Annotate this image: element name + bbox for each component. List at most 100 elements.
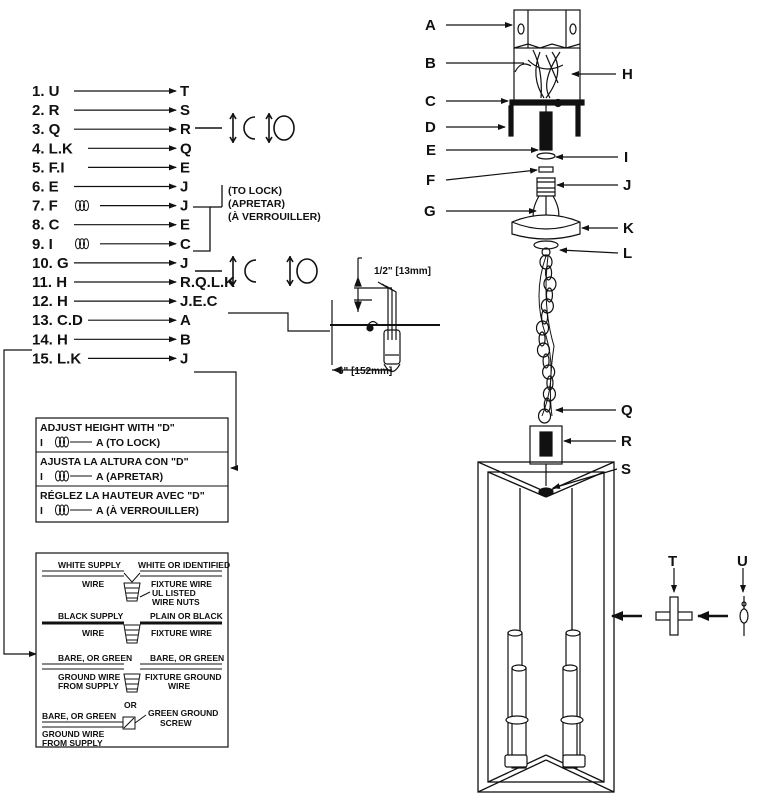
- step-row: 5. F.I E: [32, 159, 190, 176]
- height-leader: [194, 371, 238, 471]
- height-title: ADJUST HEIGHT WITH "D": [40, 422, 175, 434]
- step-target: R.Q.L.K: [180, 274, 235, 291]
- screw-supply-label: BARE, OR GREEN: [42, 711, 116, 721]
- part-label-e: E: [426, 142, 436, 159]
- part-label-i: I: [624, 149, 628, 166]
- part-label-g: G: [424, 203, 436, 220]
- step-target: J: [180, 198, 188, 215]
- wire-length-detail: [330, 257, 440, 374]
- dim-top: 1/2" [13mm]: [374, 266, 431, 277]
- or-label: OR: [124, 700, 137, 710]
- twist-wire-icon: [75, 238, 89, 250]
- step-label: 9. I: [32, 236, 53, 253]
- black-supply-label: WIRE: [82, 628, 105, 638]
- rotate-ring-icon: [195, 113, 295, 143]
- height-target: A (APRETAR): [96, 471, 163, 483]
- step-row: 3. Q R: [32, 121, 191, 138]
- step-label: 5. F.I: [32, 159, 65, 176]
- part-label-h: H: [622, 66, 633, 83]
- step-target: R: [180, 121, 191, 138]
- step-row: 10. G J: [32, 255, 188, 272]
- detail-leader: [228, 312, 330, 332]
- black-fixture-label: FIXTURE WIRE: [151, 628, 212, 638]
- height-part: I: [40, 471, 43, 483]
- step-label: 13. C.D: [32, 312, 83, 329]
- part-label-r: R: [621, 433, 632, 450]
- step-row: 15. L.K J: [32, 350, 188, 367]
- step-label: 10. G: [32, 255, 69, 272]
- step-row: 6. E J: [32, 179, 188, 196]
- part-label-s: S: [621, 461, 631, 478]
- lock-bracket: [193, 185, 223, 252]
- part-label-a: A: [425, 17, 436, 34]
- height-target: A (À VERROUILLER): [96, 504, 199, 517]
- step-label: 3. Q: [32, 121, 61, 138]
- step-target: C: [180, 236, 191, 253]
- step-row: 9. I C: [32, 236, 191, 253]
- twist-wire-icon: [55, 504, 69, 516]
- lock-note-es: (APRETAR): [228, 198, 285, 210]
- step-target: E: [180, 159, 190, 176]
- step-row: 14. H B: [32, 331, 191, 348]
- ground-supply-label: GROUND WIRE: [58, 672, 121, 682]
- step-target: J.E.C: [180, 293, 218, 310]
- wiring-box: [35, 552, 229, 748]
- step-target: J: [180, 255, 188, 272]
- step-target: A: [180, 312, 191, 329]
- step-label: 6. E: [32, 179, 59, 196]
- ground-supply-label: FROM SUPPLY: [58, 681, 119, 691]
- step-row: 8. C E: [32, 217, 190, 234]
- part-label-b: B: [425, 55, 436, 72]
- black-supply-label: BLACK SUPPLY: [58, 611, 124, 621]
- ground-fixture-label: WIRE: [168, 681, 191, 691]
- screw-supply-label: FROM SUPPLY: [42, 738, 103, 748]
- step-row: 4. L.K Q: [32, 140, 192, 157]
- part-label-t: T: [668, 553, 677, 570]
- dim-bottom: 6" [152mm]: [338, 366, 392, 377]
- step-target: S: [180, 102, 190, 119]
- part-label-k: K: [623, 220, 634, 237]
- ground-screw-label: SCREW: [160, 718, 193, 728]
- step-row: 1. U T: [32, 83, 189, 100]
- height-part: I: [40, 505, 43, 517]
- step-label: 4. L.K: [32, 140, 73, 157]
- step-target: T: [180, 83, 189, 100]
- step-target: J: [180, 350, 188, 367]
- step-label: 8. C: [32, 217, 60, 234]
- step-label: 7. F: [32, 198, 58, 215]
- ground-fixture-label: FIXTURE GROUND: [145, 672, 222, 682]
- height-title: RÉGLEZ LA HAUTEUR AVEC "D": [40, 489, 205, 502]
- black-fixture-label: PLAIN OR BLACK: [150, 611, 224, 621]
- step-target: B: [180, 331, 191, 348]
- fixture-drawing: [477, 9, 749, 793]
- step-label: 15. L.K: [32, 350, 81, 367]
- part-label-l: L: [623, 245, 632, 262]
- part-label-q: Q: [621, 402, 633, 419]
- ground-fixture-label: BARE, OR GREEN: [150, 653, 224, 663]
- part-label-d: D: [425, 119, 436, 136]
- white-fixture-label: WHITE OR IDENTIFIED: [138, 560, 230, 570]
- step-label: 1. U: [32, 83, 60, 100]
- step-label: 14. H: [32, 331, 68, 348]
- step-target: Q: [180, 140, 192, 157]
- wire-nuts-label: UL LISTED: [152, 588, 196, 598]
- lock-note-en: (TO LOCK): [228, 185, 282, 197]
- twist-wire-icon: [75, 200, 89, 212]
- part-label-u: U: [737, 553, 748, 570]
- step-target: E: [180, 217, 190, 234]
- step-row: 7. F J: [32, 198, 188, 215]
- step-label: 12. H: [32, 293, 68, 310]
- part-label-j: J: [623, 177, 631, 194]
- height-part: I: [40, 437, 43, 449]
- ground-supply-label: BARE, OR GREEN: [58, 653, 132, 663]
- white-supply-label: WHITE SUPPLY: [58, 560, 121, 570]
- step-target: J: [180, 179, 188, 196]
- white-supply-label: WIRE: [82, 579, 105, 589]
- step-row: 12. H J.E.C: [32, 293, 218, 310]
- part-label-f: F: [426, 172, 435, 189]
- wiring-leader: [3, 349, 37, 657]
